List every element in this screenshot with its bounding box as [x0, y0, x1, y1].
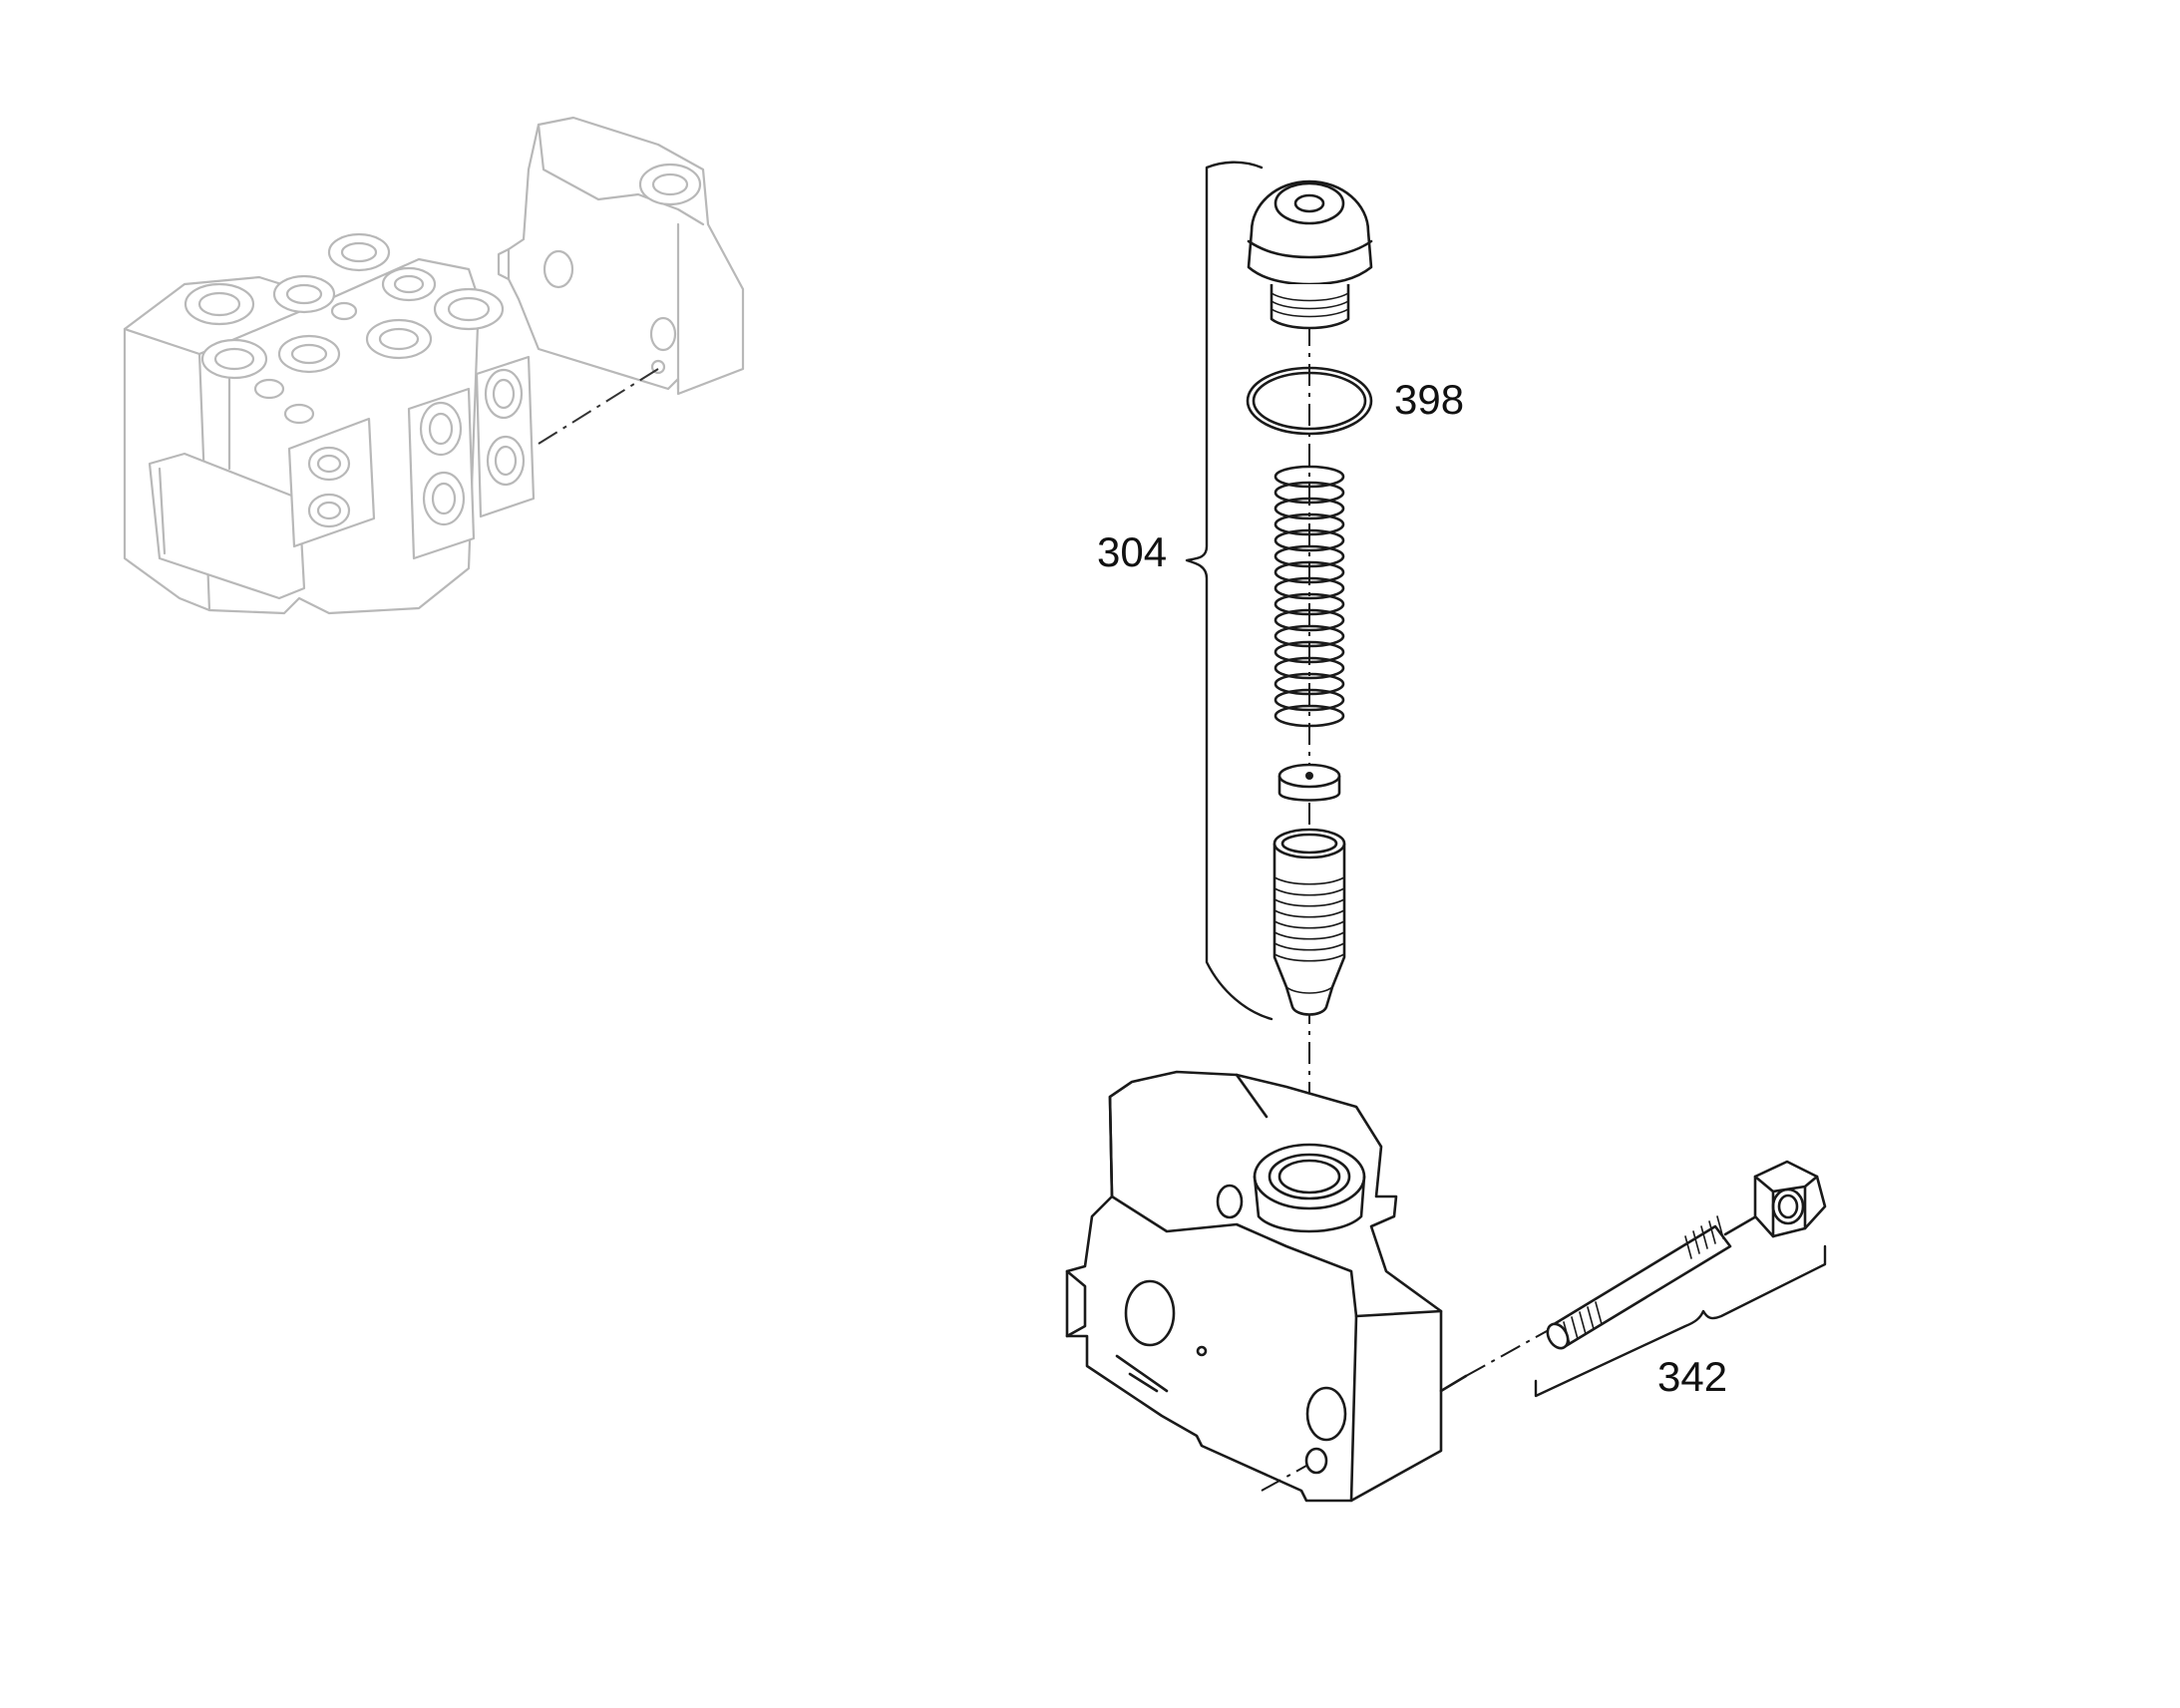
poppet-groove — [1273, 876, 1345, 885]
context-valve-assembly — [123, 116, 745, 615]
stud-thread — [1708, 1220, 1716, 1244]
stud-thread — [1684, 1235, 1692, 1259]
callout-brace-342 — [1534, 1244, 1827, 1398]
callout-label-398: 398 — [1394, 376, 1464, 423]
spring-coil — [1273, 465, 1345, 489]
valve-housing-part — [1065, 1070, 1557, 1503]
spring-coil — [1273, 624, 1345, 648]
poppet-groove — [1273, 953, 1345, 962]
spring-coil — [1273, 672, 1345, 696]
spring-coil — [1273, 688, 1345, 712]
spring-part — [1273, 465, 1345, 728]
poppet-groove — [1273, 942, 1345, 951]
spring-coil — [1273, 592, 1345, 616]
spring-coil — [1273, 560, 1345, 584]
stud-thread — [1716, 1215, 1724, 1239]
stud-thread — [1587, 1306, 1595, 1330]
spring-coil — [1273, 608, 1345, 632]
stud-bolt-part — [1546, 1160, 1827, 1350]
poppet-groove — [1273, 898, 1345, 907]
spring-coil — [1273, 640, 1345, 664]
poppet-groove — [1273, 887, 1345, 896]
stud-thread — [1571, 1316, 1579, 1340]
callout-brace-304 — [1185, 161, 1273, 1021]
stud-thread — [1692, 1230, 1700, 1254]
callout-label-304: 304 — [1097, 528, 1167, 575]
o-ring-part — [1246, 366, 1373, 436]
stud-thread — [1595, 1301, 1603, 1325]
poppet-part — [1272, 828, 1346, 1016]
poppet-groove — [1273, 909, 1345, 918]
spring-coil — [1273, 512, 1345, 536]
spring-coil — [1273, 528, 1345, 552]
spring-coil — [1273, 576, 1345, 600]
poppet-groove — [1273, 920, 1345, 929]
stud-thread — [1700, 1225, 1708, 1249]
stud-thread — [1579, 1311, 1587, 1335]
stud-thread — [1563, 1321, 1571, 1345]
spring-coil — [1273, 544, 1345, 568]
disc-seat-part — [1277, 763, 1341, 802]
poppet-groove — [1273, 931, 1345, 940]
spring-coil — [1273, 481, 1345, 505]
valve-cap-part — [1247, 179, 1373, 330]
spring-coil — [1273, 656, 1345, 680]
callout-label-342: 342 — [1657, 1353, 1727, 1400]
spring-coil — [1273, 497, 1345, 520]
spring-coil — [1273, 704, 1345, 728]
